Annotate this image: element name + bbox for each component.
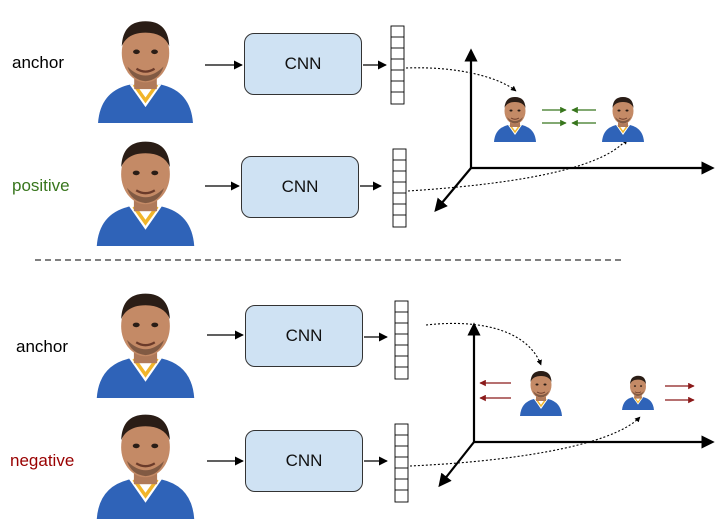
projection-curve bbox=[425, 322, 542, 366]
projection-curve bbox=[407, 138, 628, 192]
face-photo-icon bbox=[87, 10, 204, 123]
face-photo-icon bbox=[490, 92, 540, 142]
3d-axes-icon bbox=[434, 48, 715, 213]
label-anchor-2: anchor bbox=[16, 337, 68, 356]
cnn-label: CNN bbox=[284, 54, 322, 73]
label-positive: positive bbox=[12, 176, 70, 195]
push-arrows bbox=[479, 379, 695, 404]
3d-axes-icon bbox=[438, 322, 715, 488]
embedding-vector-icon bbox=[394, 300, 409, 380]
face-photo-icon bbox=[87, 403, 204, 519]
face-photo-icon bbox=[619, 371, 657, 411]
face-photo-icon bbox=[516, 366, 566, 416]
cnn-box-anchor-2: CNN bbox=[245, 305, 363, 367]
label-negative: negative bbox=[10, 451, 75, 470]
cnn-box-positive: CNN bbox=[241, 156, 359, 218]
embedding-vector-icon bbox=[392, 148, 407, 228]
cnn-label: CNN bbox=[285, 451, 323, 470]
face-photo-icon bbox=[87, 130, 204, 246]
embedding-vector-icon bbox=[390, 25, 405, 105]
pull-arrows bbox=[542, 106, 596, 127]
label-anchor-1: anchor bbox=[12, 53, 64, 72]
face-photo-icon bbox=[87, 282, 204, 398]
cnn-label: CNN bbox=[281, 177, 319, 196]
cnn-label: CNN bbox=[285, 326, 323, 345]
cnn-box-negative: CNN bbox=[245, 430, 363, 492]
embedding-vector-icon bbox=[394, 423, 409, 503]
cnn-box-anchor-1: CNN bbox=[244, 33, 362, 95]
projection-curve bbox=[405, 67, 517, 92]
face-photo-icon bbox=[598, 92, 648, 142]
